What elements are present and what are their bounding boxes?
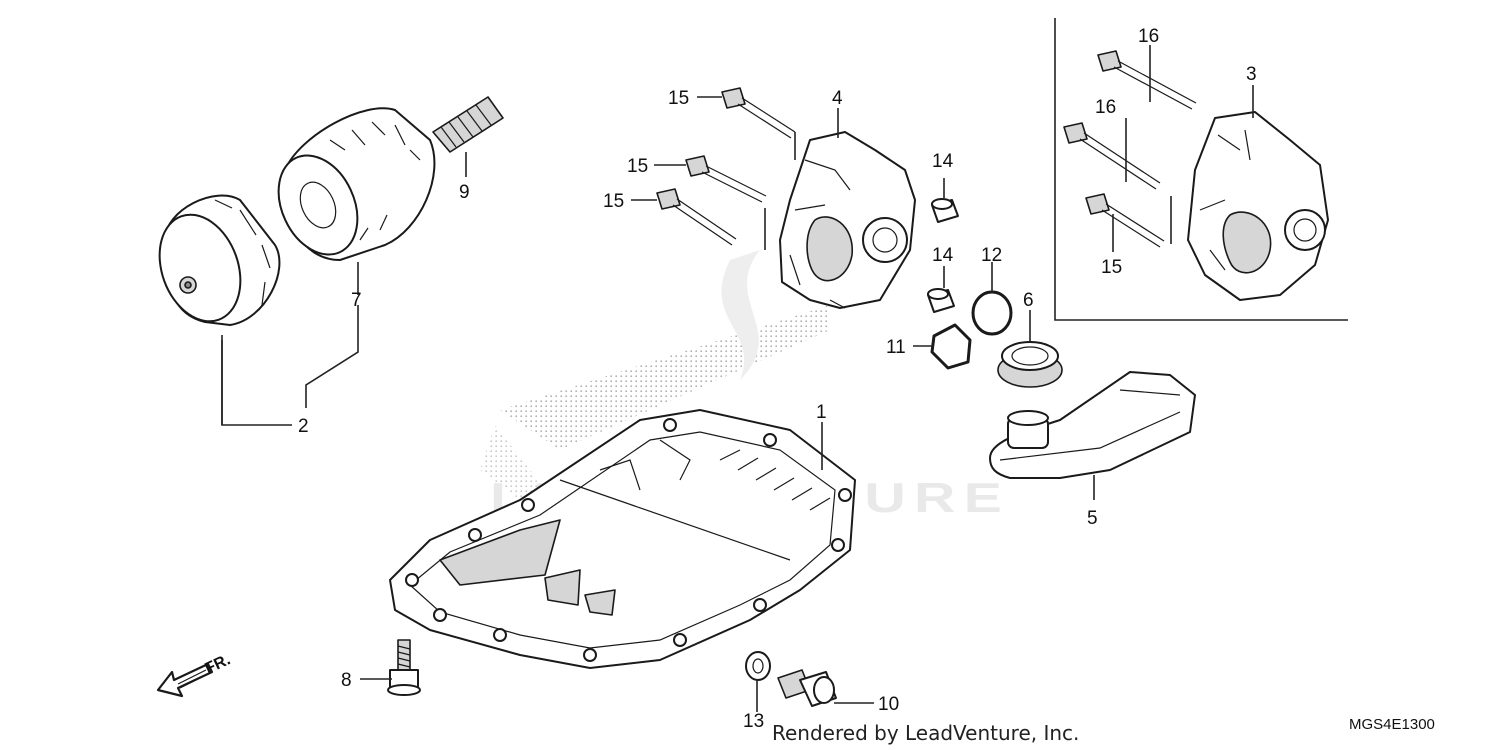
dowel-pin-lower[interactable] xyxy=(927,288,955,313)
inset-bolt-16-upper[interactable] xyxy=(1097,50,1197,110)
callout-14-lower: 14 xyxy=(932,245,954,266)
oil-filter-cartridge[interactable] xyxy=(145,194,281,333)
gasket[interactable] xyxy=(930,323,972,370)
callout-9: 9 xyxy=(459,182,470,203)
callouts: 1 2 3 4 5 6 7 8 9 10 11 12 13 14 14 15 1… xyxy=(298,26,1257,732)
callout-8: 8 xyxy=(341,670,352,691)
callout-6: 6 xyxy=(1023,290,1034,311)
oil-strainer[interactable] xyxy=(989,371,1196,479)
render-credit: Rendered by LeadVenture, Inc. xyxy=(772,721,1079,745)
flange-bolt-c[interactable] xyxy=(656,188,737,246)
callout-15-inset: 15 xyxy=(1101,257,1122,278)
callout-15-a: 15 xyxy=(668,88,689,109)
sealing-washer[interactable] xyxy=(745,651,771,681)
drain-bolt[interactable] xyxy=(777,669,837,707)
oil-pump-alternate[interactable] xyxy=(1187,111,1329,301)
oil-pump[interactable] xyxy=(779,131,916,309)
callout-16-lower: 16 xyxy=(1095,97,1116,118)
front-arrow-icon: FR. xyxy=(156,651,234,698)
callout-16-upper: 16 xyxy=(1138,26,1159,47)
callout-1: 1 xyxy=(816,402,827,423)
callout-14-upper: 14 xyxy=(932,151,954,172)
oil-filter[interactable] xyxy=(263,107,436,267)
callout-10: 10 xyxy=(878,694,899,715)
diagram-code: MGS4E1300 xyxy=(1349,716,1435,733)
pan-bolt[interactable] xyxy=(387,639,421,696)
callout-11: 11 xyxy=(886,337,906,358)
oil-pan[interactable] xyxy=(389,409,856,669)
inset-bolt-16-lower[interactable] xyxy=(1063,122,1161,190)
callout-15-b: 15 xyxy=(627,156,648,177)
dowel-pin-upper[interactable] xyxy=(931,198,959,223)
callout-13: 13 xyxy=(743,711,764,732)
callout-4: 4 xyxy=(832,88,843,109)
inset-frame xyxy=(1054,18,1348,321)
threaded-stud[interactable] xyxy=(432,96,504,153)
flange-bolt-a[interactable] xyxy=(721,87,796,139)
callout-2: 2 xyxy=(298,416,309,437)
o-ring[interactable] xyxy=(971,290,1013,336)
callout-15-c: 15 xyxy=(603,191,624,212)
callout-12: 12 xyxy=(981,245,1002,266)
flange-bolt-b[interactable] xyxy=(685,155,767,203)
leader-lines xyxy=(221,45,1254,712)
callout-5: 5 xyxy=(1087,508,1098,529)
callout-7: 7 xyxy=(351,290,362,311)
inset-bolt-15[interactable] xyxy=(1085,193,1165,248)
seal-collar[interactable] xyxy=(997,341,1063,388)
callout-3: 3 xyxy=(1246,64,1257,85)
front-marker-label: FR. xyxy=(203,651,234,677)
